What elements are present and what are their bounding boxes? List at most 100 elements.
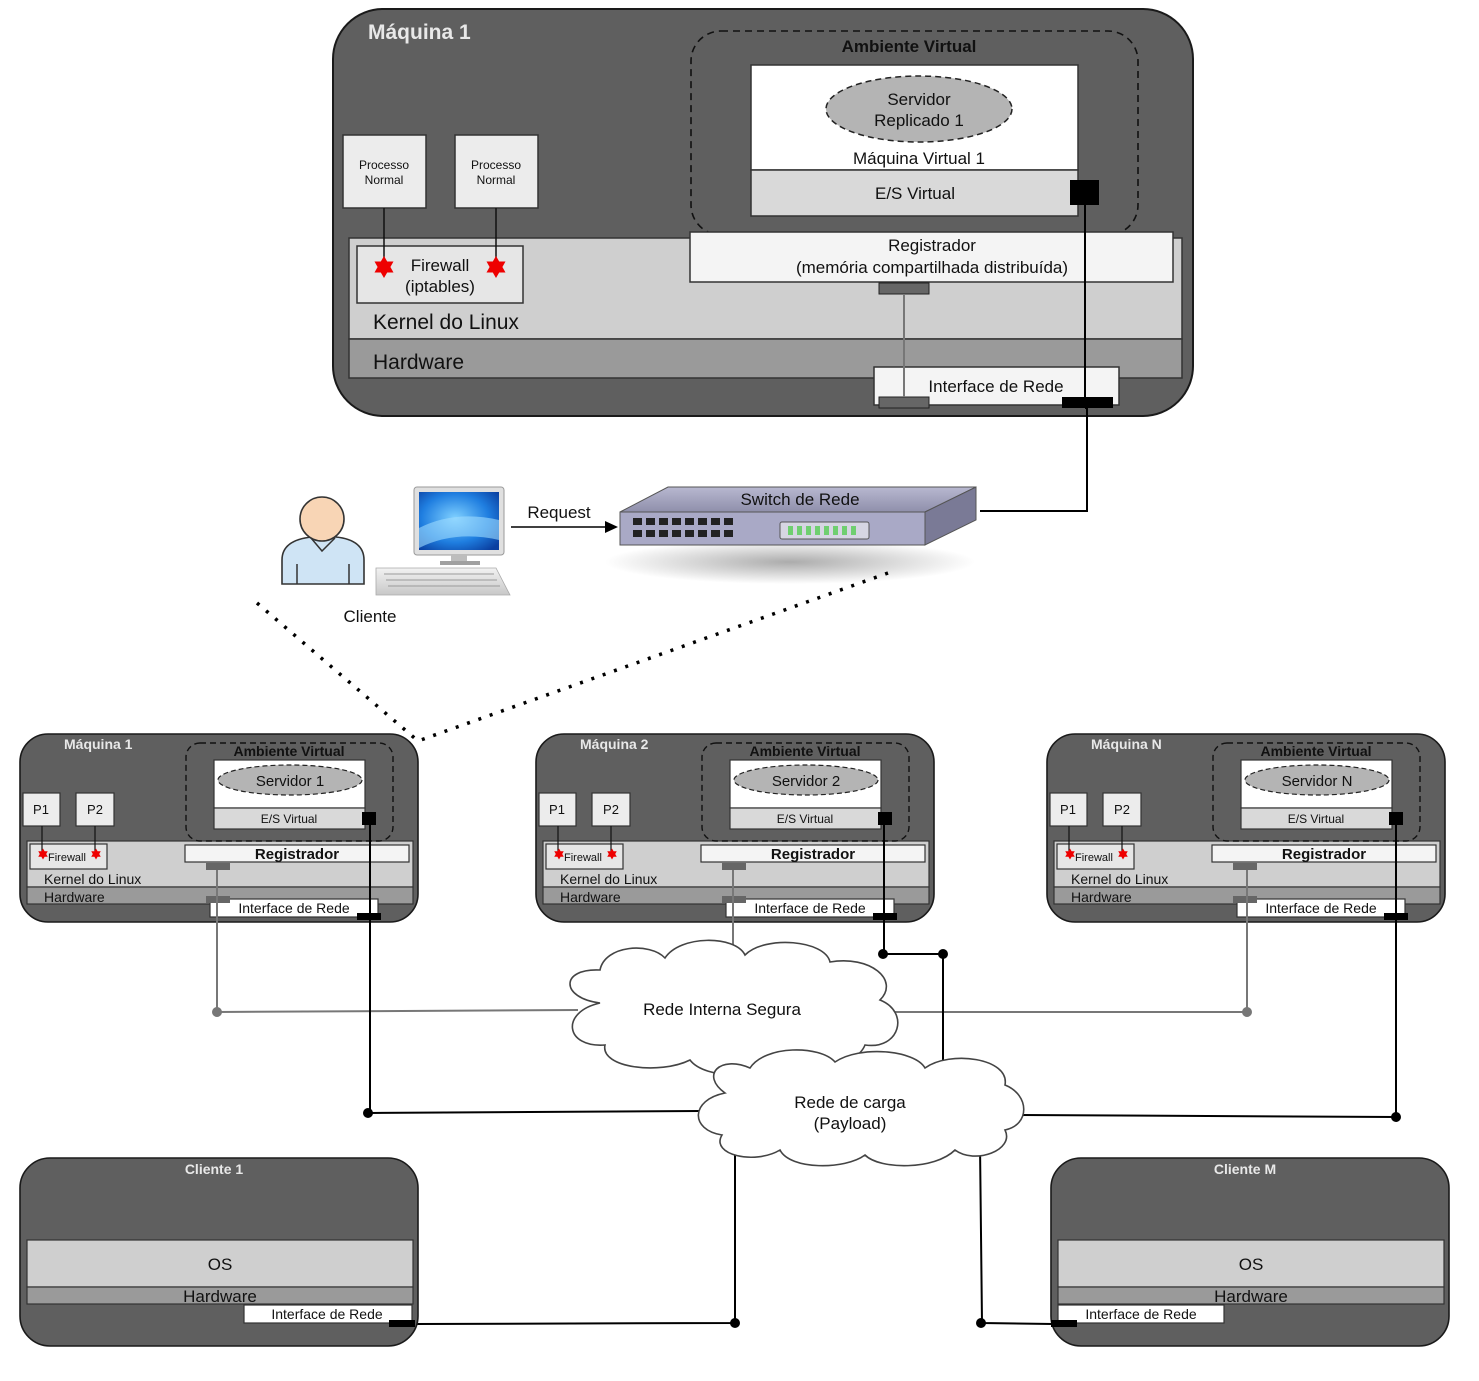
client-machine-1-title: Cliente 1 [185, 1161, 244, 1177]
payload-node-client-1 [730, 1318, 740, 1328]
zoom-line-right [417, 571, 889, 743]
firewall-label: Firewall [1075, 852, 1113, 864]
nic-box [725, 898, 895, 918]
payload-network-line2: (Payload) [814, 1114, 887, 1133]
registrar-port [1233, 863, 1257, 870]
p1-label: P1 [33, 802, 49, 817]
p2-label: P2 [87, 802, 103, 817]
registrar-label: Registrador [1282, 846, 1366, 863]
nic-internal-port [1233, 896, 1257, 903]
machine-title: Máquina 1 [64, 736, 133, 752]
client-machine-m-hardware-label: Hardware [1214, 1287, 1288, 1306]
top-nic-label: Interface de Rede [928, 377, 1063, 396]
payload-node-2b [938, 949, 948, 959]
virtual-env-label: Ambiente Virtual [234, 743, 345, 759]
top-vm-label: Máquina Virtual 1 [853, 149, 985, 168]
top-firewall-line1: Firewall [411, 256, 470, 275]
client-machine-m-title: Cliente M [1214, 1161, 1276, 1177]
p1-label: P1 [1060, 802, 1076, 817]
client-machine-1-os [26, 1239, 414, 1288]
client-machine-1-hardware [26, 1286, 414, 1305]
top-server-line1: Servidor [887, 90, 951, 109]
internal-network-links [216, 870, 1248, 1013]
client-machine-m-nic [1057, 1304, 1225, 1324]
client-machine-m: Cliente M OS Hardware Interface de Rede [1050, 1157, 1450, 1347]
payload-node-1 [363, 1108, 373, 1118]
payload-network-cloud: Rede de carga (Payload) [697, 1049, 1025, 1167]
switch-label: Switch de Rede [740, 490, 859, 509]
p2-box [591, 792, 631, 827]
client-machine-1-nic-port [389, 1320, 415, 1327]
client-machine-m-os-label: OS [1239, 1255, 1264, 1274]
nic-box [209, 898, 379, 918]
network-switch-icon [605, 486, 977, 584]
client-machine-1-nic-label: Interface de Rede [271, 1306, 383, 1322]
client-machine-m-nic-label: Interface de Rede [1085, 1306, 1197, 1322]
payload-node-client-m [976, 1318, 986, 1328]
nic-box [1236, 898, 1406, 918]
virtual-env [701, 742, 910, 842]
machine-title: Máquina N [1091, 736, 1162, 752]
request-label: Request [527, 503, 591, 522]
registrar-port [722, 863, 746, 870]
server-ellipse [733, 764, 879, 796]
switch-uplink [980, 407, 1088, 512]
registrar-port [206, 863, 230, 870]
top-virtual-io [750, 169, 1079, 217]
top-process-a-line2: Normal [365, 173, 404, 187]
server-ellipse [1244, 764, 1390, 796]
firewall-label: Firewall [564, 852, 602, 864]
client-machine-1-os-label: OS [208, 1255, 233, 1274]
request-arrow-head [605, 521, 618, 533]
firewall-label: Firewall [48, 852, 86, 864]
registrar-label: Registrador [255, 846, 339, 863]
server-label: Servidor 1 [256, 773, 324, 790]
registrar-box [700, 844, 926, 863]
top-registrar-line2: (memória compartilhada distribuída) [796, 258, 1068, 277]
top-nic-internal-port [878, 396, 930, 409]
virtual-env-label: Ambiente Virtual [750, 743, 861, 759]
server-ellipse [217, 764, 363, 796]
top-process-a-line1: Processo [359, 158, 409, 172]
virtual-io-label: E/S Virtual [261, 812, 317, 826]
client-machine-1: Cliente 1 OS Hardware Interface de Rede [19, 1157, 419, 1347]
client-person-icon [281, 496, 365, 585]
top-io-port [1070, 180, 1099, 205]
virtual-env-label: Ambiente Virtual [1261, 743, 1372, 759]
p2-label: P2 [603, 802, 619, 817]
client-label: Cliente [344, 607, 397, 626]
hardware-label: Hardware [1071, 889, 1132, 905]
computer-icon [375, 486, 511, 596]
virtual-env [1212, 742, 1421, 842]
top-machine-title: Máquina 1 [368, 21, 471, 44]
server-label: Servidor N [1282, 773, 1353, 790]
kernel-label: Kernel do Linux [44, 871, 141, 887]
hardware-label: Hardware [44, 889, 105, 905]
kernel-label: Kernel do Linux [560, 871, 657, 887]
top-server-ellipse [825, 75, 1013, 143]
registrar-label: Registrador [771, 846, 855, 863]
registrar-box [1211, 844, 1437, 863]
top-virtual-env-label: Ambiente Virtual [842, 37, 977, 56]
virtual-io-label: E/S Virtual [777, 812, 833, 826]
internal-network-label: Rede Interna Segura [643, 1000, 801, 1019]
top-nic-payload-port [1062, 397, 1113, 408]
top-virtual-io-label: E/S Virtual [875, 184, 955, 203]
server-label: Servidor 2 [772, 773, 840, 790]
machine-title: Máquina 2 [580, 736, 649, 752]
nic-label: Interface de Rede [754, 900, 866, 916]
client-machine-m-hardware [1057, 1286, 1445, 1305]
payload-network-line1: Rede de carga [794, 1093, 906, 1112]
top-firewall-line2: (iptables) [405, 277, 475, 296]
top-process-b-line1: Processo [471, 158, 521, 172]
top-process-b-line2: Normal [477, 173, 516, 187]
top-kernel-label: Kernel do Linux [373, 311, 519, 334]
top-registrar-port [878, 282, 930, 295]
hardware-label: Hardware [560, 889, 621, 905]
nic-label: Interface de Rede [238, 900, 350, 916]
top-registrar-line1: Registrador [888, 236, 976, 255]
